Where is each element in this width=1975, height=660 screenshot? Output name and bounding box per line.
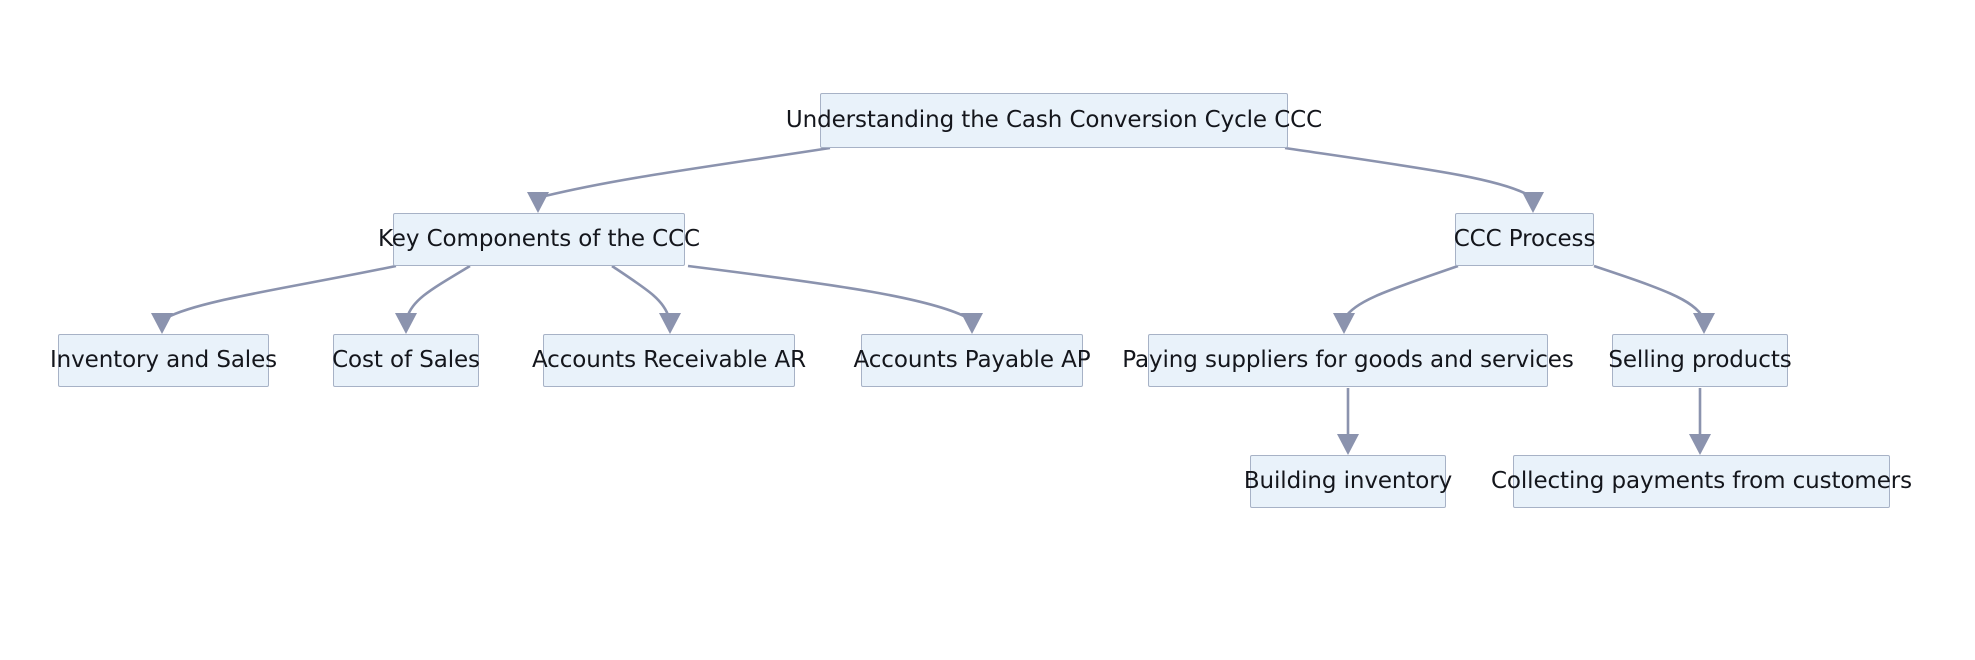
node-label-inventory-and-sales: Inventory and Sales (49, 347, 278, 374)
node-paying-suppliers[interactable]: Paying suppliers for goods and services (1122, 334, 1574, 387)
arrowhead-icon (1522, 192, 1544, 213)
edge-key-components-to-accounts-receivable-ar (611, 264, 681, 334)
node-label-accounts-payable-ap: Accounts Payable AP (853, 347, 1091, 374)
node-inventory-and-sales[interactable]: Inventory and Sales (50, 334, 277, 387)
edge-key-components-to-accounts-payable-ap (687, 264, 983, 334)
arrowhead-icon (1333, 313, 1355, 334)
edge-key-components-to-cost-of-sales (395, 264, 471, 334)
edge-root-to-ccc-process (1284, 146, 1544, 213)
arrowhead-icon (151, 313, 173, 334)
arrowhead-icon (395, 313, 417, 334)
arrowhead-icon (1689, 434, 1711, 455)
node-accounts-payable-ap[interactable]: Accounts Payable AP (854, 334, 1091, 387)
node-ccc-process[interactable]: CCC Process (1453, 213, 1596, 266)
node-label-paying-suppliers: Paying suppliers for goods and services (1122, 347, 1574, 374)
arrowhead-icon (659, 313, 681, 334)
node-label-building-inventory: Building inventory (1243, 468, 1453, 495)
node-label-accounts-receivable-ar: Accounts Receivable AR (531, 347, 807, 374)
node-root[interactable]: Understanding the Cash Conversion Cycle … (786, 93, 1322, 148)
node-label-key-components: Key Components of the CCC (377, 226, 701, 253)
node-label-cost-of-sales: Cost of Sales (332, 347, 480, 374)
node-collecting-payments[interactable]: Collecting payments from customers (1491, 455, 1912, 508)
arrowhead-icon (1693, 313, 1715, 334)
node-label-selling-products: Selling products (1608, 347, 1792, 374)
node-label-root: Understanding the Cash Conversion Cycle … (785, 107, 1323, 134)
edge-paying-suppliers-to-building-inventory (1337, 388, 1359, 455)
arrowhead-icon (527, 192, 549, 213)
node-key-components[interactable]: Key Components of the CCC (378, 213, 700, 266)
edge-selling-products-to-collecting-payments (1689, 388, 1711, 455)
edge-root-to-key-components (527, 146, 831, 213)
edge-key-components-to-inventory-and-sales (151, 264, 397, 334)
arrowhead-icon (961, 313, 983, 334)
node-label-ccc-process: CCC Process (1453, 226, 1596, 253)
node-label-collecting-payments: Collecting payments from customers (1490, 468, 1913, 495)
edge-ccc-process-to-paying-suppliers (1333, 264, 1459, 334)
node-selling-products[interactable]: Selling products (1608, 334, 1792, 387)
node-cost-of-sales[interactable]: Cost of Sales (332, 334, 480, 387)
arrowhead-icon (1337, 434, 1359, 455)
node-accounts-receivable-ar[interactable]: Accounts Receivable AR (532, 334, 806, 387)
node-building-inventory[interactable]: Building inventory (1244, 455, 1452, 508)
edge-ccc-process-to-selling-products (1593, 264, 1715, 334)
